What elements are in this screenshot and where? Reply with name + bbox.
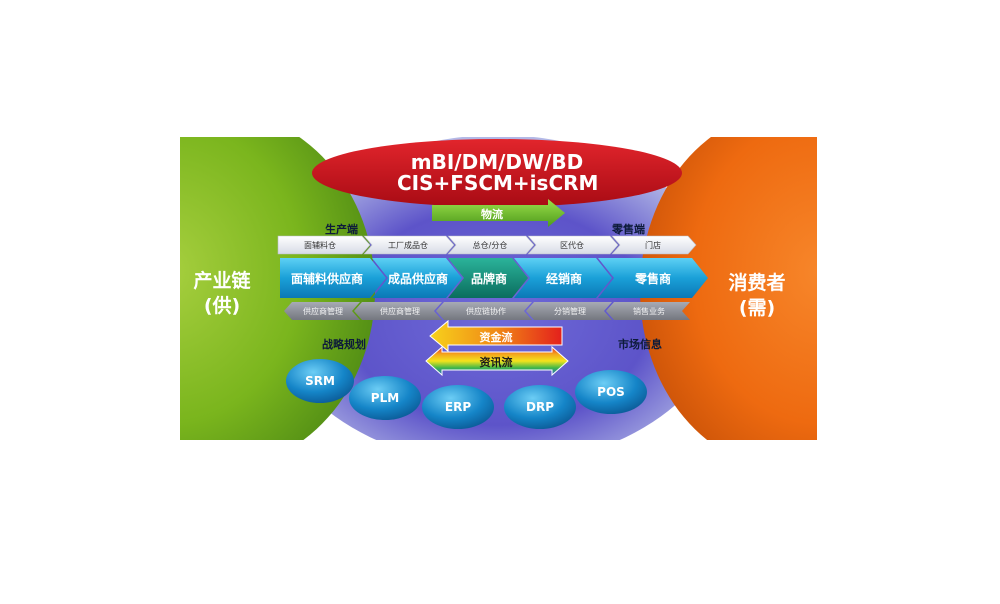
supply-side-subtitle: (供): [203, 295, 241, 317]
system-label: DRP: [526, 400, 554, 414]
chain-label: 面辅料供应商: [290, 272, 363, 286]
production-end-label: 生产端: [325, 223, 358, 236]
chain-label: 零售商: [634, 272, 671, 286]
retail-end-label: 零售端: [612, 223, 645, 236]
top-steps-row: [277, 235, 697, 255]
bottom-steps-row: [284, 302, 690, 320]
chain-label: 经销商: [545, 272, 582, 286]
bottom-step-label: 分销管理: [554, 307, 586, 316]
logistics-arrow: [432, 199, 565, 227]
system-drp: [504, 385, 576, 429]
system-label: SRM: [305, 374, 335, 388]
capital-flow-arrow: [429, 319, 563, 353]
system-plm: [349, 376, 421, 420]
supply-side-title: 产业链: [193, 270, 251, 292]
system-label: ERP: [444, 400, 472, 414]
information-flow-arrow: [425, 345, 569, 377]
capital-flow-label: 资金流: [479, 331, 513, 344]
system-erp: [422, 385, 494, 429]
system-label: PLM: [370, 391, 400, 405]
logistics-label: 物流: [481, 208, 503, 221]
chain-label: 品牌商: [470, 272, 507, 286]
demand-side-subtitle: (需): [738, 297, 776, 319]
information-flow-label: 资讯流: [479, 356, 513, 369]
demand-circle: [640, 137, 817, 440]
top-step-label: 工厂成品仓: [388, 241, 428, 250]
top-step-label: 区代仓: [560, 241, 584, 250]
top-step-label: 面辅料仓: [304, 241, 336, 250]
systems: [286, 359, 647, 429]
banner-ellipse: [312, 139, 682, 207]
bottom-step-label: 销售业务: [633, 307, 665, 316]
system-srm: [286, 359, 354, 403]
chain-label: 成品供应商: [387, 272, 448, 286]
banner-line-2: CIS+FSCM+isCRM: [397, 171, 599, 195]
bottom-step-label: 供应商管理: [380, 307, 420, 316]
banner-line-1: mBI/DM/DW/BD: [410, 150, 584, 174]
top-step-label: 总仓/分仓: [472, 241, 508, 250]
main-chain-row: [280, 258, 708, 298]
demand-side-title: 消费者: [728, 272, 786, 294]
strategic-planning-label: 战略规划: [322, 338, 366, 351]
bottom-step-label: 供应链协作: [466, 307, 506, 316]
bottom-step-label: 供应商管理: [303, 307, 343, 316]
system-pos: [575, 370, 647, 414]
system-label: POS: [597, 385, 625, 399]
top-step-label: 门店: [645, 241, 661, 250]
market-info-label: 市场信息: [618, 338, 662, 351]
